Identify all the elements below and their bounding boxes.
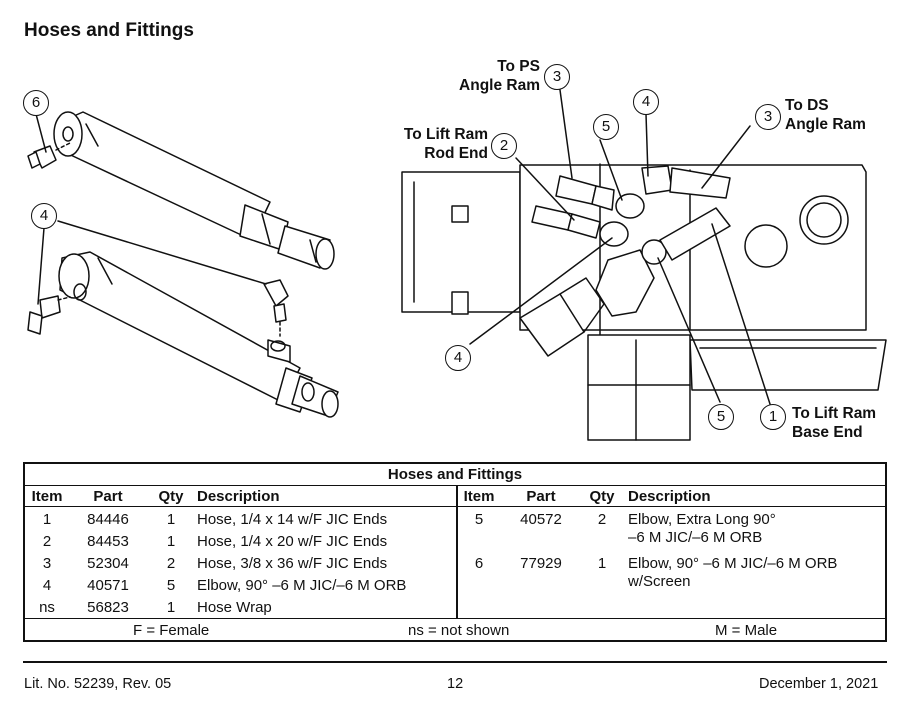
table-column-divider [456, 485, 458, 618]
row-part: 84453 [87, 533, 129, 550]
label-line-2: Angle Ram [785, 116, 866, 133]
row-part: 77929 [520, 555, 562, 572]
row-item: 5 [474, 511, 484, 528]
header-qty-right: Qty [589, 488, 615, 505]
row-item: 6 [474, 555, 484, 572]
callout-1-lift-ram-base-end: 1 [760, 404, 786, 430]
footer-date: December 1, 2021 [759, 676, 879, 692]
upper-hydraulic-cylinder [53, 111, 335, 270]
header-qty: Qty [158, 488, 184, 505]
page-title: Hoses and Fittings [24, 20, 194, 41]
elbow-fitting-item-6 [27, 142, 71, 169]
row-part: 56823 [87, 599, 129, 616]
row-qty: 2 [597, 511, 607, 528]
label-line-1: To Lift Ram [792, 405, 877, 422]
table-legend-row: F = Female ns = not shown M = Male [25, 618, 885, 641]
row-item: 3 [42, 555, 52, 572]
callout-6-hose-cylinder: 6 [23, 90, 49, 116]
callout-5-top: 5 [593, 114, 619, 140]
row-item: 2 [42, 533, 52, 550]
label-to-lift-ram-rod-end: To Lift Ram Rod End [384, 125, 488, 163]
row-description: Hose Wrap [197, 599, 272, 616]
row-qty: 1 [166, 533, 176, 550]
row-part: 40572 [520, 511, 562, 528]
footer-lit-number: Lit. No. 52239, Rev. 05 [24, 676, 172, 692]
header-part: Part [93, 488, 123, 505]
row-qty: 5 [166, 577, 176, 594]
label-line-2: Base End [792, 424, 863, 441]
label-to-ds-angle-ram: To DS Angle Ram [785, 96, 866, 134]
header-description-right: Description [628, 488, 711, 505]
legend-not-shown: ns = not shown [408, 622, 510, 639]
callout-4-top: 4 [633, 89, 659, 115]
row-part: 84446 [87, 511, 129, 528]
label-to-ps-angle-ram: To PS Angle Ram [448, 57, 540, 95]
header-part-right: Part [526, 488, 556, 505]
legend-female: F = Female [133, 622, 210, 639]
label-line-1: To PS [497, 58, 540, 75]
legend-male: M = Male [715, 622, 778, 639]
header-item: Item [31, 488, 63, 505]
table-header-row: Item Part Qty Description Item Part Qty … [25, 485, 885, 507]
elbow-fitting-right [263, 279, 289, 337]
label-line-2: Angle Ram [459, 77, 540, 94]
row-description: Elbow, 90° –6 M JIC/–6 M ORB [197, 577, 407, 594]
row-description: Hose, 3/8 x 36 w/F JIC Ends [197, 555, 388, 572]
footer-rule [23, 661, 887, 663]
label-line-2: Rod End [424, 145, 488, 162]
header-description: Description [197, 488, 280, 505]
lower-hydraulic-cylinder [58, 251, 339, 418]
row-description-line-1: Elbow, Extra Long 90° [628, 511, 776, 528]
table-title: Hoses and Fittings [25, 464, 885, 486]
row-part: 40571 [87, 577, 129, 594]
callout-5-bottom: 5 [708, 404, 734, 430]
row-qty: 1 [166, 599, 176, 616]
header-item-right: Item [463, 488, 495, 505]
hoses-fittings-illustration [27, 89, 887, 441]
label-line-1: To Lift Ram [403, 126, 488, 143]
callout-2-lift-ram-rod-end: 2 [491, 133, 517, 159]
row-qty: 2 [166, 555, 176, 572]
row-qty: 1 [597, 555, 607, 572]
elbow-fitting-left [27, 295, 71, 335]
parts-table: Hoses and Fittings Item Part Qty Descrip… [23, 462, 887, 642]
callout-3-ps-angle-ram: 3 [544, 64, 570, 90]
row-qty: 1 [166, 511, 176, 528]
row-description-line-2: –6 M JIC/–6 M ORB [628, 529, 763, 546]
row-part: 52304 [87, 555, 129, 572]
callout-3-ds-angle-ram: 3 [755, 104, 781, 130]
hoses-and-fittings-on-manifold [531, 165, 731, 265]
label-line-1: To DS [785, 97, 829, 114]
callout-4-bottom: 4 [445, 345, 471, 371]
row-description: Hose, 1/4 x 20 w/F JIC Ends [197, 533, 388, 550]
row-item: 4 [42, 577, 52, 594]
row-item: 1 [42, 511, 52, 528]
row-description: Hose, 1/4 x 14 w/F JIC Ends [197, 511, 388, 528]
row-description-line-1: Elbow, 90° –6 M JIC/–6 M ORB [628, 555, 838, 572]
callout-4-cylinder: 4 [31, 203, 57, 229]
row-item: ns [39, 599, 55, 616]
row-description-line-2: w/Screen [628, 573, 691, 590]
label-to-lift-ram-base-end: To Lift Ram Base End [792, 404, 876, 442]
footer-page-number: 12 [447, 676, 464, 692]
